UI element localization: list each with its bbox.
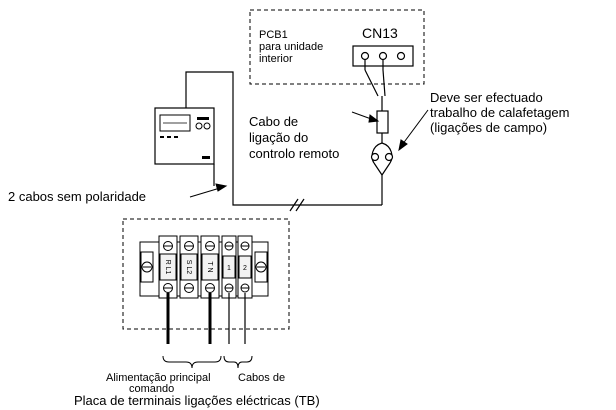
terminal-mark-5: 2 [243,265,247,272]
caulking-label-line3: (ligações de campo) [430,120,547,135]
terminal-mark-2: S L2 [185,260,192,275]
remote-cable-label-line2: ligação do [249,130,308,145]
caulking-label-line2: trabalho de calafetagem [430,105,569,120]
main-power-label: Alimentação principal [106,372,211,384]
pcb-name-line2: para unidade [259,41,323,53]
terminal-block-icon [139,235,269,299]
connector-label: CN13 [362,25,398,41]
leader-arrows [189,109,429,198]
cn13-connector [352,45,414,67]
terminal-mark-3: T N [206,261,213,272]
terminal-wires [166,293,246,344]
pcb-name-line1: PCB1 [259,29,288,41]
control-cable-label-line1: Cabos de [238,372,285,384]
pcb-box [249,9,425,85]
pcb-name-line3: interior [259,53,293,65]
terminal-block-box [122,218,290,330]
cable-hash-marks [289,198,305,212]
group-braces [162,355,253,369]
remote-cable-label-line3: controlo remoto [249,146,339,161]
caulking-label-line1: Deve ser efectuado [430,90,543,105]
terminal-mark-4: 1 [227,265,231,272]
terminal-block-caption: Placa de terminais ligações eléctricas (… [74,393,320,408]
remote-cable-wires [185,60,394,206]
control-cable-label-line2: comando [129,383,174,395]
remote-controller-icon [154,107,215,165]
remote-cable-label-line1: Cabo de [249,114,298,129]
terminal-mark-1: R L1 [164,260,171,275]
non-polarity-label: 2 cabos sem polaridade [8,189,146,204]
terminal-marks: R L1 S L2 T N 1 2 [164,260,247,275]
